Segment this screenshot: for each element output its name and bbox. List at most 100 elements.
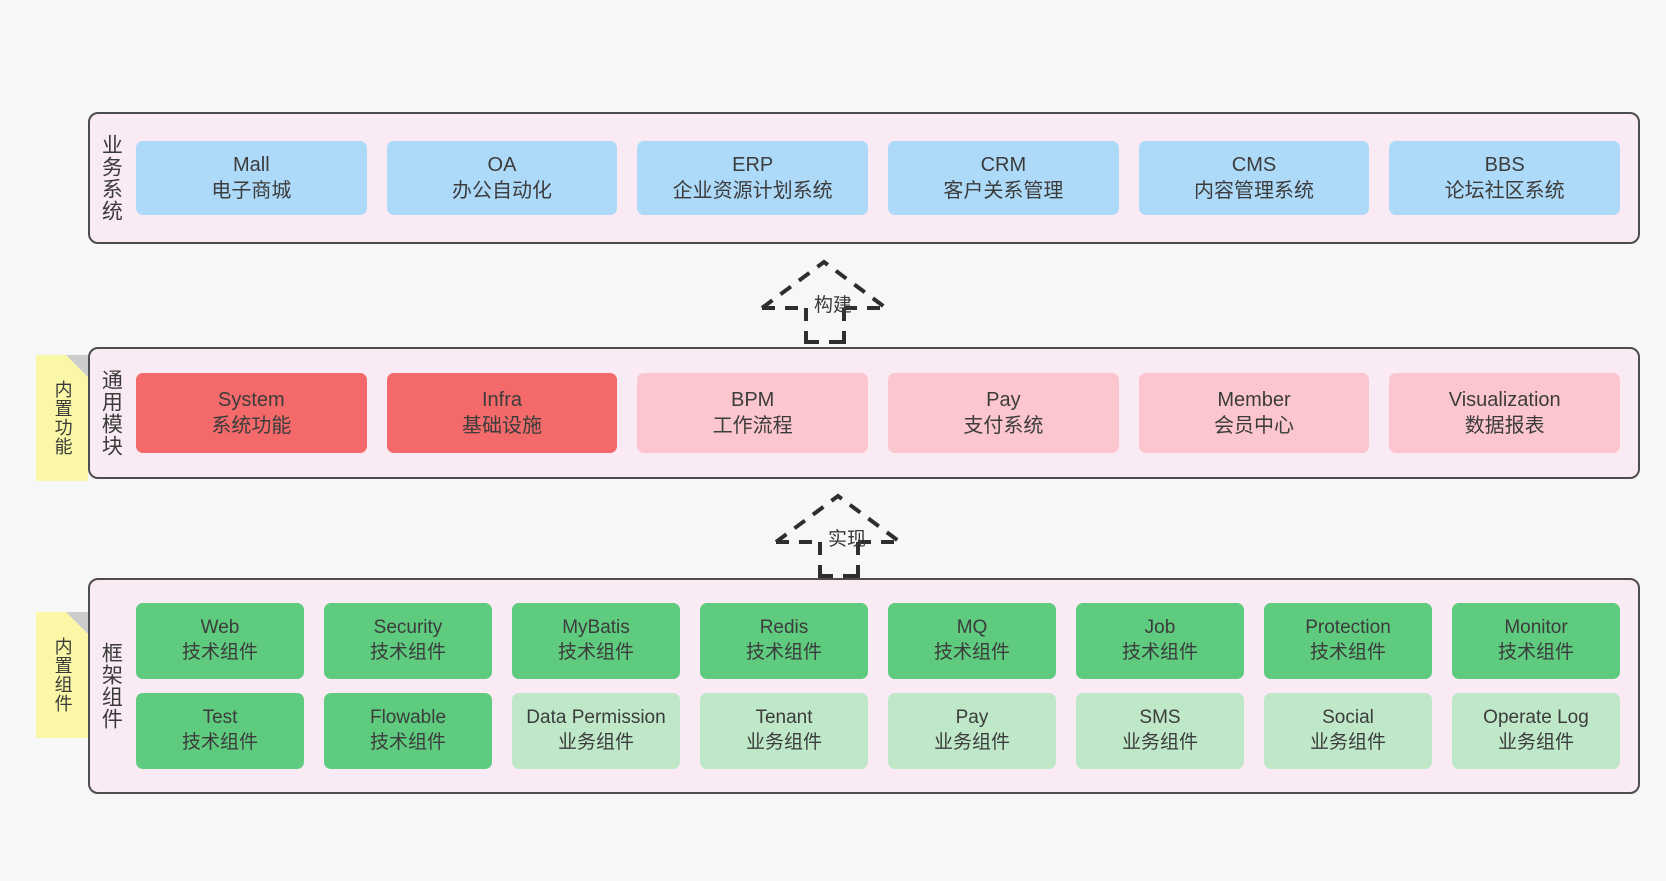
node-bbs[interactable]: BBS 论坛社区系统 bbox=[1389, 141, 1621, 215]
layer-title-business-systems: 业务系统 bbox=[99, 134, 123, 222]
note-builtin-features-label: 内置功能 bbox=[52, 380, 73, 456]
note-fold-corner-icon bbox=[66, 612, 88, 634]
node-security[interactable]: Security 技术组件 bbox=[324, 603, 492, 679]
node-system-en: System bbox=[217, 389, 285, 411]
node-sms[interactable]: SMS 业务组件 bbox=[1076, 693, 1244, 769]
node-pay-component-en: Pay bbox=[955, 707, 989, 729]
node-protection-en: Protection bbox=[1305, 617, 1391, 639]
node-tenant-cn: 业务组件 bbox=[745, 732, 822, 753]
note-builtin-components: 内置组件 bbox=[36, 612, 88, 738]
arrow-implement: 实现 bbox=[766, 488, 946, 578]
node-test-en: Test bbox=[202, 707, 238, 729]
node-monitor-en: Monitor bbox=[1504, 617, 1568, 639]
node-web[interactable]: Web 技术组件 bbox=[136, 603, 304, 679]
node-system[interactable]: System 系统功能 bbox=[136, 373, 367, 453]
node-protection-cn: 技术组件 bbox=[1309, 642, 1386, 663]
node-web-en: Web bbox=[200, 617, 240, 639]
node-pay-module-cn: 支付系统 bbox=[963, 415, 1044, 437]
layer-business-systems: 业务系统 Mall 电子商城 OA 办公自动化 ERP 企业资源计划系统 CRM… bbox=[88, 112, 1640, 244]
node-mall[interactable]: Mall 电子商城 bbox=[136, 141, 367, 215]
node-member[interactable]: Member 会员中心 bbox=[1138, 373, 1370, 453]
node-data-permission-cn: 业务组件 bbox=[557, 732, 634, 753]
node-erp-en: ERP bbox=[732, 154, 774, 176]
node-visualization-cn: 数据报表 bbox=[1464, 415, 1545, 437]
node-redis-cn: 技术组件 bbox=[745, 642, 822, 663]
note-builtin-components-label: 内置组件 bbox=[52, 637, 73, 713]
node-bbs-en: BBS bbox=[1484, 154, 1525, 176]
node-infra[interactable]: Infra 基础设施 bbox=[386, 373, 618, 453]
node-mq-en: MQ bbox=[956, 617, 988, 639]
node-mq-cn: 技术组件 bbox=[933, 642, 1010, 663]
node-security-cn: 技术组件 bbox=[369, 642, 446, 663]
arrow-build-label: 构建 bbox=[814, 295, 853, 316]
node-oa-en: OA bbox=[487, 154, 517, 176]
node-protection[interactable]: Protection 技术组件 bbox=[1264, 603, 1432, 679]
node-tenant[interactable]: Tenant 业务组件 bbox=[700, 693, 868, 769]
node-crm[interactable]: CRM 客户关系管理 bbox=[888, 141, 1119, 215]
node-visualization[interactable]: Visualization 数据报表 bbox=[1389, 373, 1621, 453]
layer-common-modules: 通用模块 System 系统功能 Infra 基础设施 BPM 工作流程 Pay… bbox=[88, 347, 1640, 479]
node-flowable-en: Flowable bbox=[369, 707, 447, 729]
layer-framework-components: 框架组件 Web 技术组件 Security 技术组件 MyBatis 技术组件… bbox=[88, 578, 1640, 794]
note-fold-corner-icon bbox=[66, 355, 88, 377]
node-mybatis-cn: 技术组件 bbox=[557, 642, 634, 663]
arrow-build: 构建 bbox=[752, 254, 932, 344]
node-data-permission[interactable]: Data Permission 业务组件 bbox=[512, 693, 680, 769]
node-redis[interactable]: Redis 技术组件 bbox=[700, 603, 868, 679]
node-flowable[interactable]: Flowable 技术组件 bbox=[324, 693, 492, 769]
node-redis-en: Redis bbox=[759, 617, 809, 639]
layer-title-common-modules: 通用模块 bbox=[99, 369, 123, 457]
node-bpm-cn: 工作流程 bbox=[712, 415, 793, 437]
node-job-cn: 技术组件 bbox=[1121, 642, 1198, 663]
node-social-en: Social bbox=[1322, 707, 1374, 729]
node-member-en: Member bbox=[1217, 389, 1291, 411]
node-visualization-en: Visualization bbox=[1448, 389, 1561, 411]
node-pay-module-en: Pay bbox=[986, 389, 1021, 411]
node-cms-cn: 内容管理系统 bbox=[1194, 180, 1315, 202]
node-oa-cn: 办公自动化 bbox=[452, 180, 552, 202]
note-builtin-features: 内置功能 bbox=[36, 355, 88, 481]
node-infra-en: Infra bbox=[481, 389, 523, 411]
node-job[interactable]: Job 技术组件 bbox=[1076, 603, 1244, 679]
node-tenant-en: Tenant bbox=[755, 707, 813, 729]
node-bbs-cn: 论坛社区系统 bbox=[1444, 180, 1565, 202]
layer-body-framework-components: Web 技术组件 Security 技术组件 MyBatis 技术组件 Redi… bbox=[130, 580, 1638, 792]
row-business-components: Test 技术组件 Flowable 技术组件 Data Permission … bbox=[136, 693, 1620, 769]
node-web-cn: 技术组件 bbox=[181, 642, 258, 663]
node-operate-log-cn: 业务组件 bbox=[1497, 732, 1574, 753]
node-operate-log[interactable]: Operate Log 业务组件 bbox=[1452, 693, 1620, 769]
node-social[interactable]: Social 业务组件 bbox=[1264, 693, 1432, 769]
node-cms-en: CMS bbox=[1231, 154, 1277, 176]
node-bpm[interactable]: BPM 工作流程 bbox=[637, 373, 869, 453]
node-mall-cn: 电子商城 bbox=[211, 180, 292, 202]
row-tech-components: Web 技术组件 Security 技术组件 MyBatis 技术组件 Redi… bbox=[136, 603, 1620, 679]
node-mq[interactable]: MQ 技术组件 bbox=[888, 603, 1056, 679]
node-pay-module[interactable]: Pay 支付系统 bbox=[888, 373, 1119, 453]
node-member-cn: 会员中心 bbox=[1214, 415, 1295, 437]
layer-title-framework-components: 框架组件 bbox=[99, 642, 123, 730]
node-oa[interactable]: OA 办公自动化 bbox=[386, 141, 618, 215]
node-security-en: Security bbox=[373, 617, 443, 639]
node-test[interactable]: Test 技术组件 bbox=[136, 693, 304, 769]
node-monitor[interactable]: Monitor 技术组件 bbox=[1452, 603, 1620, 679]
node-monitor-cn: 技术组件 bbox=[1497, 642, 1574, 663]
node-social-cn: 业务组件 bbox=[1309, 732, 1386, 753]
arrow-implement-label: 实现 bbox=[828, 529, 867, 550]
node-mybatis[interactable]: MyBatis 技术组件 bbox=[512, 603, 680, 679]
node-cms[interactable]: CMS 内容管理系统 bbox=[1138, 141, 1370, 215]
layer-body-business-systems: Mall 电子商城 OA 办公自动化 ERP 企业资源计划系统 CRM 客户关系… bbox=[130, 114, 1638, 242]
node-test-cn: 技术组件 bbox=[181, 732, 258, 753]
node-data-permission-en: Data Permission bbox=[526, 707, 666, 729]
node-infra-cn: 基础设施 bbox=[462, 415, 542, 437]
node-mall-en: Mall bbox=[233, 154, 270, 176]
node-pay-component[interactable]: Pay 业务组件 bbox=[888, 693, 1056, 769]
node-pay-component-cn: 业务组件 bbox=[933, 732, 1010, 753]
node-mybatis-en: MyBatis bbox=[562, 617, 630, 639]
row-business-systems: Mall 电子商城 OA 办公自动化 ERP 企业资源计划系统 CRM 客户关系… bbox=[136, 141, 1621, 215]
node-flowable-cn: 技术组件 bbox=[369, 732, 446, 753]
node-crm-en: CRM bbox=[980, 154, 1027, 176]
node-erp[interactable]: ERP 企业资源计划系统 bbox=[637, 141, 869, 215]
node-operate-log-en: Operate Log bbox=[1483, 707, 1589, 729]
node-system-cn: 系统功能 bbox=[211, 415, 292, 437]
